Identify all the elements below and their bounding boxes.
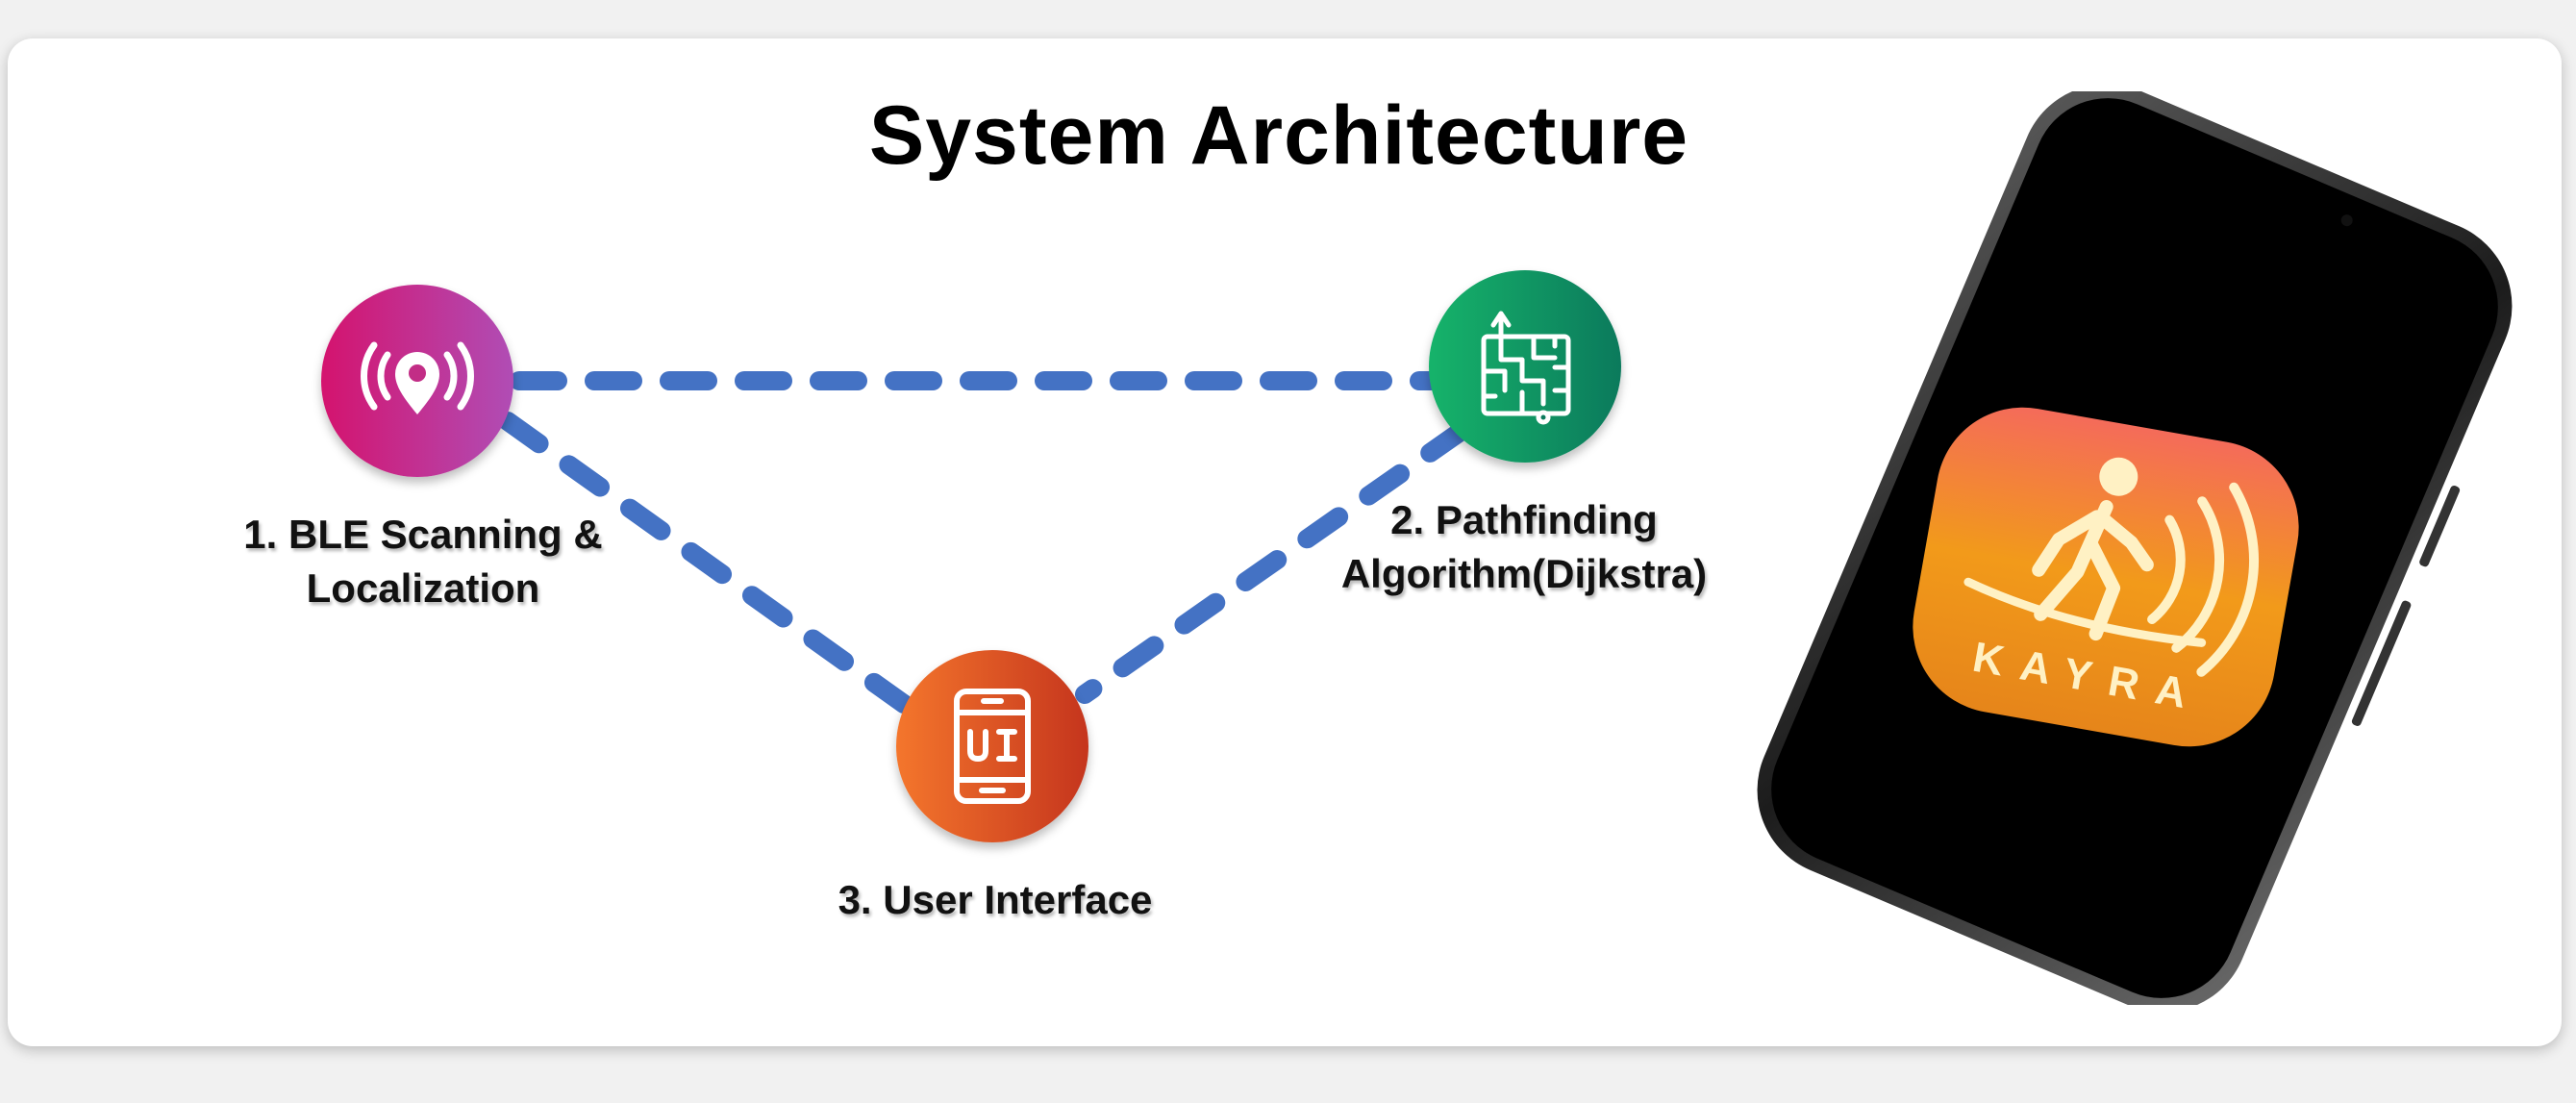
ui-node-label: 3. User Interface	[838, 877, 1153, 922]
pathfinding-node-label: 2. Pathfinding Algorithm(Dijkstra)	[1340, 497, 1708, 596]
location-signal-icon	[361, 341, 474, 414]
maze-path-icon	[1481, 311, 1571, 425]
page-title: System Architecture	[868, 89, 1689, 182]
ui-screen-icon	[954, 689, 1031, 804]
camera-icon	[2340, 214, 2353, 227]
walking-person-signal-icon	[1963, 457, 2260, 677]
pathfinding-node	[1429, 270, 1621, 463]
phone-mockup: KAYRA	[1757, 91, 2513, 1005]
ble-node	[321, 285, 513, 477]
ui-node	[896, 650, 1088, 842]
app-icon: KAYRA	[1913, 407, 2299, 747]
ble-node-label: 1. BLE Scanning & Localization	[243, 512, 603, 611]
